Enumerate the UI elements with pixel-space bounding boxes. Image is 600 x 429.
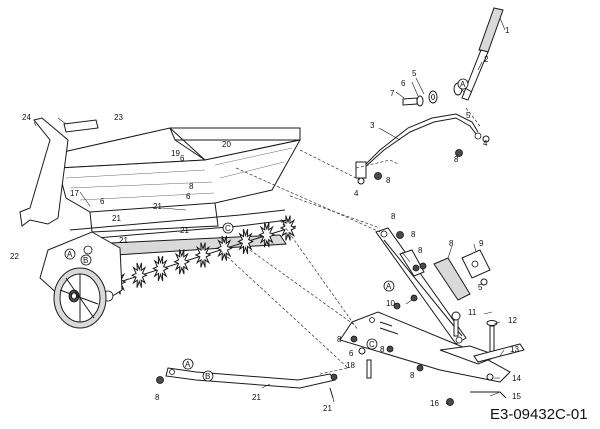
part-label: 21 xyxy=(119,236,128,245)
part-label: 24 xyxy=(22,113,31,122)
part-label: 21 xyxy=(323,404,332,413)
part-label: 21 xyxy=(112,214,121,223)
part-label: 8 xyxy=(411,230,416,239)
side-arm xyxy=(375,227,467,345)
part-label: 15 xyxy=(512,392,521,401)
marker-a: A xyxy=(67,250,73,259)
part-label: 14 xyxy=(512,374,521,383)
part-label: 8 xyxy=(386,176,391,185)
part-label: 18 xyxy=(346,361,355,370)
part-label: 21 xyxy=(252,393,261,402)
spike-roller xyxy=(109,215,297,295)
part-label: 22 xyxy=(10,252,19,261)
spike-disc xyxy=(130,262,148,288)
marker-a: A xyxy=(460,80,466,89)
alignment-lines xyxy=(219,107,481,375)
part-label: 5 xyxy=(412,69,417,78)
part-label: 2 xyxy=(484,55,489,64)
spike-disc xyxy=(237,228,254,255)
part-label: 7 xyxy=(390,89,395,98)
part-label: 5 xyxy=(478,283,483,292)
part-label: 16 xyxy=(430,399,439,408)
part-labels: 1 2 3 4 4 5 5 5 6 6 6 6 6 7 8 8 8 8 8 8 … xyxy=(10,26,521,413)
part-label: 3 xyxy=(370,121,375,130)
part-label: 8 xyxy=(454,155,459,164)
part-label: 17 xyxy=(70,189,79,198)
part-label: 1 xyxy=(505,26,510,35)
bottom-hardware xyxy=(350,302,424,379)
spike-disc xyxy=(194,242,212,268)
control-plates xyxy=(433,249,491,301)
part-label: 8 xyxy=(449,239,454,248)
part-label: 10 xyxy=(386,299,395,308)
lower-link xyxy=(156,367,338,399)
marker-a: A xyxy=(185,360,191,369)
part-label: 12 xyxy=(508,316,517,325)
part-label: 6 xyxy=(100,197,105,206)
part-label: 11 xyxy=(468,308,477,317)
hopper xyxy=(49,127,301,233)
hitch-bar xyxy=(355,113,482,179)
part-label: 20 xyxy=(222,140,231,149)
part-label: 4 xyxy=(483,139,488,148)
part-label: 6 xyxy=(349,349,354,358)
marker-a: A xyxy=(386,282,392,291)
part-label: 8 xyxy=(155,393,160,402)
part-label: 13 xyxy=(510,345,519,354)
part-label: 19 xyxy=(171,149,180,158)
part-label: 6 xyxy=(401,79,406,88)
part-label: 6 xyxy=(186,192,191,201)
marker-c: C xyxy=(369,340,375,349)
part-label: 8 xyxy=(380,345,385,354)
part-label: 8 xyxy=(391,212,396,221)
part-label: 23 xyxy=(114,113,123,122)
part-label: 5 xyxy=(466,111,471,120)
part-label: 21 xyxy=(153,202,162,211)
leader-lines xyxy=(33,17,506,405)
part-label: 8 xyxy=(337,335,342,344)
marker-b: B xyxy=(205,372,210,381)
base-plate xyxy=(339,311,525,406)
spike-disc xyxy=(152,255,169,282)
part-label: 4 xyxy=(354,189,359,198)
reference-markers: A A A A B B C C xyxy=(64,78,469,382)
deflector xyxy=(19,117,99,227)
spike-disc xyxy=(258,222,276,248)
hardware-top xyxy=(357,82,490,185)
diagram-code: E3-09432C-01 xyxy=(490,406,588,423)
marker-b: B xyxy=(83,256,88,265)
spike-disc xyxy=(173,249,191,275)
part-label: 8 xyxy=(410,371,415,380)
marker-c: C xyxy=(225,224,231,233)
part-label: 21 xyxy=(180,226,189,235)
wheel xyxy=(53,267,107,329)
part-label: 8 xyxy=(189,182,194,191)
part-label: 6 xyxy=(180,154,185,163)
spike-disc xyxy=(215,235,233,261)
spike-disc xyxy=(279,215,297,241)
part-label: 9 xyxy=(479,239,484,248)
part-label: 8 xyxy=(418,246,423,255)
